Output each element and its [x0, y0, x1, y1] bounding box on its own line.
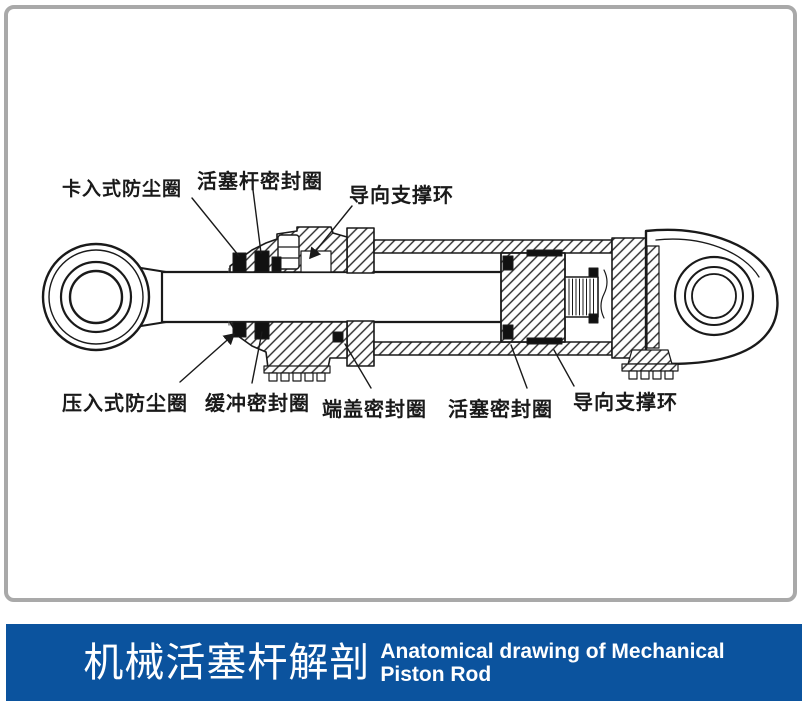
label-buffer-seal-ring: 缓冲密封圈	[205, 393, 310, 415]
label-piston-rod-seal-ring: 活塞杆密封圈	[197, 171, 323, 193]
right-rod-eye	[621, 228, 779, 380]
leader-guide-ring-top	[309, 205, 353, 260]
title-english-line2: Piston Rod	[380, 662, 492, 686]
label-end-cap-seal-ring: 端盖密封圈	[322, 399, 427, 421]
guide-ring-upper	[300, 250, 332, 273]
title-english-line1: Anatomical drawing of Mechanical	[380, 640, 725, 664]
leader-press-in-dust-seal	[179, 333, 236, 383]
piston	[500, 249, 566, 345]
title-chinese: 机械活塞杆解剖	[83, 640, 371, 685]
left-rod-eye	[41, 242, 167, 352]
leader-end-cap-seal	[344, 343, 372, 389]
rod-gland-lower	[229, 321, 348, 382]
gland-nut	[277, 234, 300, 270]
port-left	[263, 365, 331, 382]
end-cap	[611, 237, 649, 359]
buffer-seal	[254, 321, 270, 340]
rod-gland-upper	[229, 226, 348, 273]
leader-buffer-seal	[251, 331, 263, 384]
title-english: Anatomical drawing of Mechanical Piston …	[380, 639, 724, 685]
label-piston-seal-ring: 活塞密封圈	[448, 399, 553, 421]
piston-rod-diagram	[41, 189, 779, 389]
leader-guide-ring-bottom	[553, 349, 575, 387]
end-cap-seal	[332, 331, 344, 343]
piston-rod	[160, 268, 507, 326]
label-snap-in-dust-ring: 卡入式防尘圈	[62, 179, 183, 200]
press-in-dust-seal	[232, 321, 247, 338]
piston-seal-bottom	[526, 337, 563, 345]
piston-nut	[564, 267, 608, 324]
label-press-in-dust-ring: 压入式防尘圈	[62, 393, 188, 415]
label-guide-support-ring-top: 导向支撑环	[349, 185, 454, 207]
label-guide-support-ring-bottom: 导向支撑环	[573, 392, 678, 414]
leader-lines	[179, 189, 575, 389]
leader-rod-seal	[252, 189, 262, 254]
port-right	[621, 349, 679, 380]
title-bar: 机械活塞杆解剖 Anatomical drawing of Mechanical…	[6, 624, 802, 701]
leader-snap-in-dust-seal	[191, 197, 240, 257]
snap-in-dust-seal	[232, 252, 247, 273]
rod-seal	[254, 250, 270, 273]
leader-piston-seal	[510, 344, 528, 389]
piston-seal-top	[526, 249, 563, 257]
